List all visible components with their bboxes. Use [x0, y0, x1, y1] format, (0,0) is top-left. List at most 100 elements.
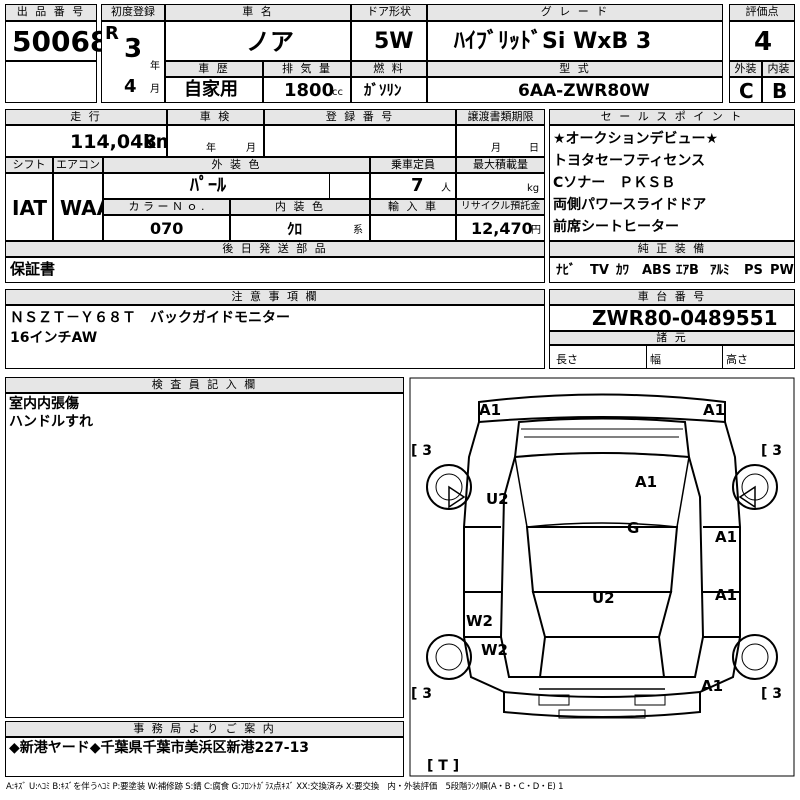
- equip-tv: TV: [590, 263, 609, 278]
- recycle-unit: 円: [531, 225, 541, 236]
- int-grade-cell: B: [762, 77, 795, 103]
- door-label: ドア形状: [351, 4, 427, 21]
- mark-a1-hood: A1: [635, 473, 657, 491]
- notes-label: 注 意 事 項 欄: [5, 289, 545, 305]
- history-cell: 自家用: [165, 77, 263, 103]
- equip-navi: ﾅﾋﾞ: [556, 263, 576, 278]
- inspection-year-unit: 年: [206, 143, 216, 154]
- shift-value: IAT: [12, 196, 48, 220]
- later-parts-value: 保証書: [10, 260, 56, 278]
- inspection-label: 車 検: [167, 109, 264, 125]
- first-reg-month-unit: 月: [150, 84, 160, 95]
- transfer-day-unit: 日: [529, 143, 539, 154]
- transfer-month-unit: 月: [491, 143, 501, 154]
- displacement-cell: 1800 cc: [263, 77, 351, 103]
- history-value: 自家用: [184, 79, 238, 100]
- inspector-cell: 室内内張傷 ハンドルすれ: [5, 393, 404, 718]
- mileage-value: 114,048: [70, 131, 157, 153]
- office-label: 事 務 局 よ り ご 案 内: [5, 721, 404, 737]
- equip-abs: ABS: [642, 263, 672, 278]
- sales-point-1: ★オークションデビュー★: [553, 131, 719, 147]
- mark-w2-left2: W2: [481, 641, 508, 659]
- mileage-label: 走 行: [5, 109, 167, 125]
- grade-cell: ﾊｲﾌﾞﾘｯﾄﾞSi WxB 3: [427, 21, 723, 61]
- int-color-unit: 系: [353, 225, 363, 236]
- mileage-cell: 114,048 km: [5, 125, 175, 157]
- sales-points-cell: ★オークションデビュー★ トヨタセーフティセンス Cソナー ＰＫＳＢ 両側パワー…: [549, 125, 795, 241]
- first-reg-era: R: [105, 23, 119, 44]
- mark-u2-roof: U2: [592, 589, 615, 607]
- mark-w2-left1: W2: [466, 612, 493, 630]
- int-color-label: 内 装 色: [230, 199, 370, 215]
- import-cell: [370, 215, 456, 241]
- dims-length: 長さ: [556, 353, 578, 366]
- first-reg-year: 3: [124, 34, 143, 64]
- mark-a1-front-left: A1: [479, 401, 501, 419]
- recycle-label: リサイクル預託金: [456, 199, 545, 215]
- lot-number: 50068: [12, 25, 110, 58]
- equipment-cell: ﾅﾋﾞ TV ｶﾜ ABS ｴｱB ｱﾙﾐ PS PW: [549, 257, 795, 283]
- door-cell: 5W: [351, 21, 427, 61]
- max-load-unit: kg: [527, 183, 540, 194]
- max-load-label: 最大積載量: [456, 157, 545, 173]
- mark-tire-front-right: [ 3: [761, 443, 782, 459]
- dims-label: 諸 元: [549, 331, 795, 345]
- shift-cell: IAT: [5, 173, 53, 241]
- notes-cell: ＮＳＺＴ－Ｙ６８Ｔ バックガイドモニター 16インチAW: [5, 305, 545, 369]
- import-label: 輸 入 車: [370, 199, 456, 215]
- notes-line-2: 16インチAW: [10, 330, 98, 346]
- later-parts-label: 後 日 発 送 部 品: [5, 241, 545, 257]
- car-outline: A1 A1 A1 U2 G A1 A1 U2 W2 W2 A1 [ 3 [ 3 …: [409, 377, 795, 777]
- sales-point-3: Cソナー ＰＫＳＢ: [553, 175, 676, 191]
- mark-u2-left: U2: [486, 490, 509, 508]
- grade-value: ﾊｲﾌﾞﾘｯﾄﾞSi WxB 3: [454, 29, 652, 54]
- color-no-label: カ ラ ー Ｎ ｏ .: [103, 199, 230, 215]
- sales-point-2: トヨタセーフティセンス: [553, 153, 706, 169]
- displacement-unit: cc: [332, 87, 343, 98]
- score-label: 評価点: [729, 4, 795, 21]
- inspection-month-unit: 月: [246, 143, 256, 154]
- capacity-unit: 人: [441, 183, 451, 194]
- ext-color-value: ﾊﾟｰﾙ: [190, 175, 226, 196]
- mark-a1-front-right: A1: [703, 401, 725, 419]
- mark-tire-rear-left: [ 3: [411, 686, 432, 702]
- notes-line-1: ＮＳＺＴ－Ｙ６８Ｔ バックガイドモニター: [10, 310, 290, 326]
- first-reg-year-unit: 年: [150, 61, 160, 72]
- ac-cell: WAA: [53, 173, 112, 241]
- model-label: 型 式: [427, 61, 723, 77]
- ext-color-cell: ﾊﾟｰﾙ: [103, 173, 370, 199]
- grade-label: グ レ ー ド: [427, 4, 723, 21]
- car-name-cell: ノア: [165, 21, 351, 61]
- capacity-value: 7: [411, 175, 424, 196]
- transfer-label: 譲渡書類期限: [456, 109, 545, 125]
- legend: A:ｷｽﾞ U:ﾍｺﾐ B:ｷｽﾞを伴うﾍｺﾐ P:要塗装 W:補修跡 S:錆 …: [6, 782, 564, 792]
- ext-color-label: 外 装 色: [103, 157, 370, 173]
- score-value: 4: [754, 27, 773, 57]
- ac-value: WAA: [60, 196, 113, 220]
- office-cell: ◆新港ヤード◆千葉県千葉市美浜区新港227-13: [5, 737, 404, 777]
- equip-pw: PW: [770, 263, 794, 278]
- displacement-value: 1800: [284, 80, 335, 101]
- mark-a1-right-door2: A1: [715, 586, 737, 604]
- later-parts-cell: 保証書: [5, 257, 545, 283]
- mark-g-windshield: G: [627, 519, 639, 537]
- int-color-cell: ｸﾛ 系: [230, 215, 370, 241]
- equip-alloy: ｱﾙﾐ: [710, 263, 730, 278]
- fuel-label: 燃 料: [351, 61, 427, 77]
- dims-cell: 長さ 幅 高さ: [549, 345, 795, 369]
- ext-grade-cell: C: [729, 77, 762, 103]
- model-value: 6AA-ZWR80W: [518, 81, 650, 101]
- first-reg-label: 初度登録: [101, 4, 165, 21]
- equip-ps: PS: [744, 263, 763, 278]
- lot-empty-cell: [5, 61, 97, 103]
- lot-number-cell: 50068: [5, 21, 109, 61]
- transfer-cell: 月 日: [456, 125, 545, 157]
- ext-grade-label: 外装: [729, 61, 762, 77]
- shift-label: シフト: [5, 157, 53, 173]
- mark-tire-front-left: [ 3: [411, 443, 432, 459]
- reg-no-cell: [264, 125, 456, 157]
- mark-a1-rear: A1: [701, 677, 723, 695]
- equip-airbag: ｴｱB: [676, 263, 699, 278]
- displacement-label: 排 気 量: [263, 61, 351, 77]
- mark-spare-tire: [ T ]: [427, 758, 459, 774]
